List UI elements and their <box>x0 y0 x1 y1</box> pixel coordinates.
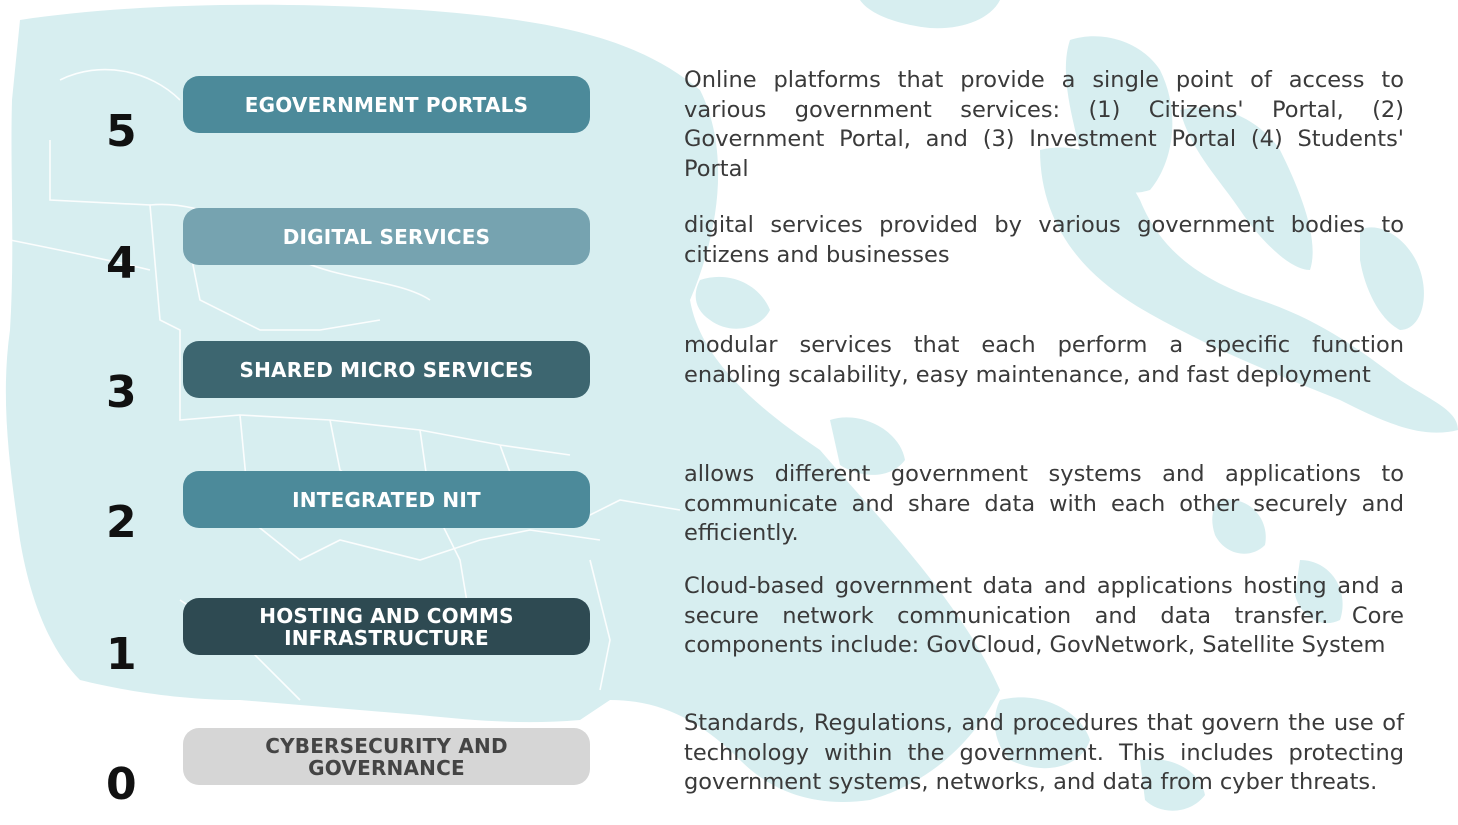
layer-number: 3 <box>106 367 137 418</box>
layer-description: modular services that each perform a spe… <box>684 332 1404 388</box>
layer-number: 0 <box>106 759 137 810</box>
layer-description: allows different government systems and … <box>684 461 1404 546</box>
layer-label-integrated-nit: INTEGRATED NIT <box>183 471 590 528</box>
layer-number: 2 <box>106 497 137 548</box>
layer-label-shared-micro-services: SHARED MICRO SERVICES <box>183 341 590 398</box>
layer-label-egovernment-portals: EGOVERNMENT PORTALS <box>183 76 590 133</box>
layer-number: 1 <box>106 629 137 680</box>
layer-description: Online platforms that provide a single p… <box>684 67 1404 182</box>
layer-label-digital-services: DIGITAL SERVICES <box>183 208 590 265</box>
layer-description: Standards, Regulations, and procedures t… <box>684 710 1404 795</box>
layer-number: 4 <box>106 238 137 289</box>
layer-description: digital services provided by various gov… <box>684 212 1404 268</box>
layer-description: Cloud-based government data and applicat… <box>684 573 1404 658</box>
layer-label-cybersecurity-and-governance: CYBERSECURITY AND GOVERNANCE <box>183 728 590 785</box>
layer-label-hosting-and-comms-infrastructure: HOSTING AND COMMS INFRASTRUCTURE <box>183 598 590 655</box>
layer-number: 5 <box>106 106 137 157</box>
